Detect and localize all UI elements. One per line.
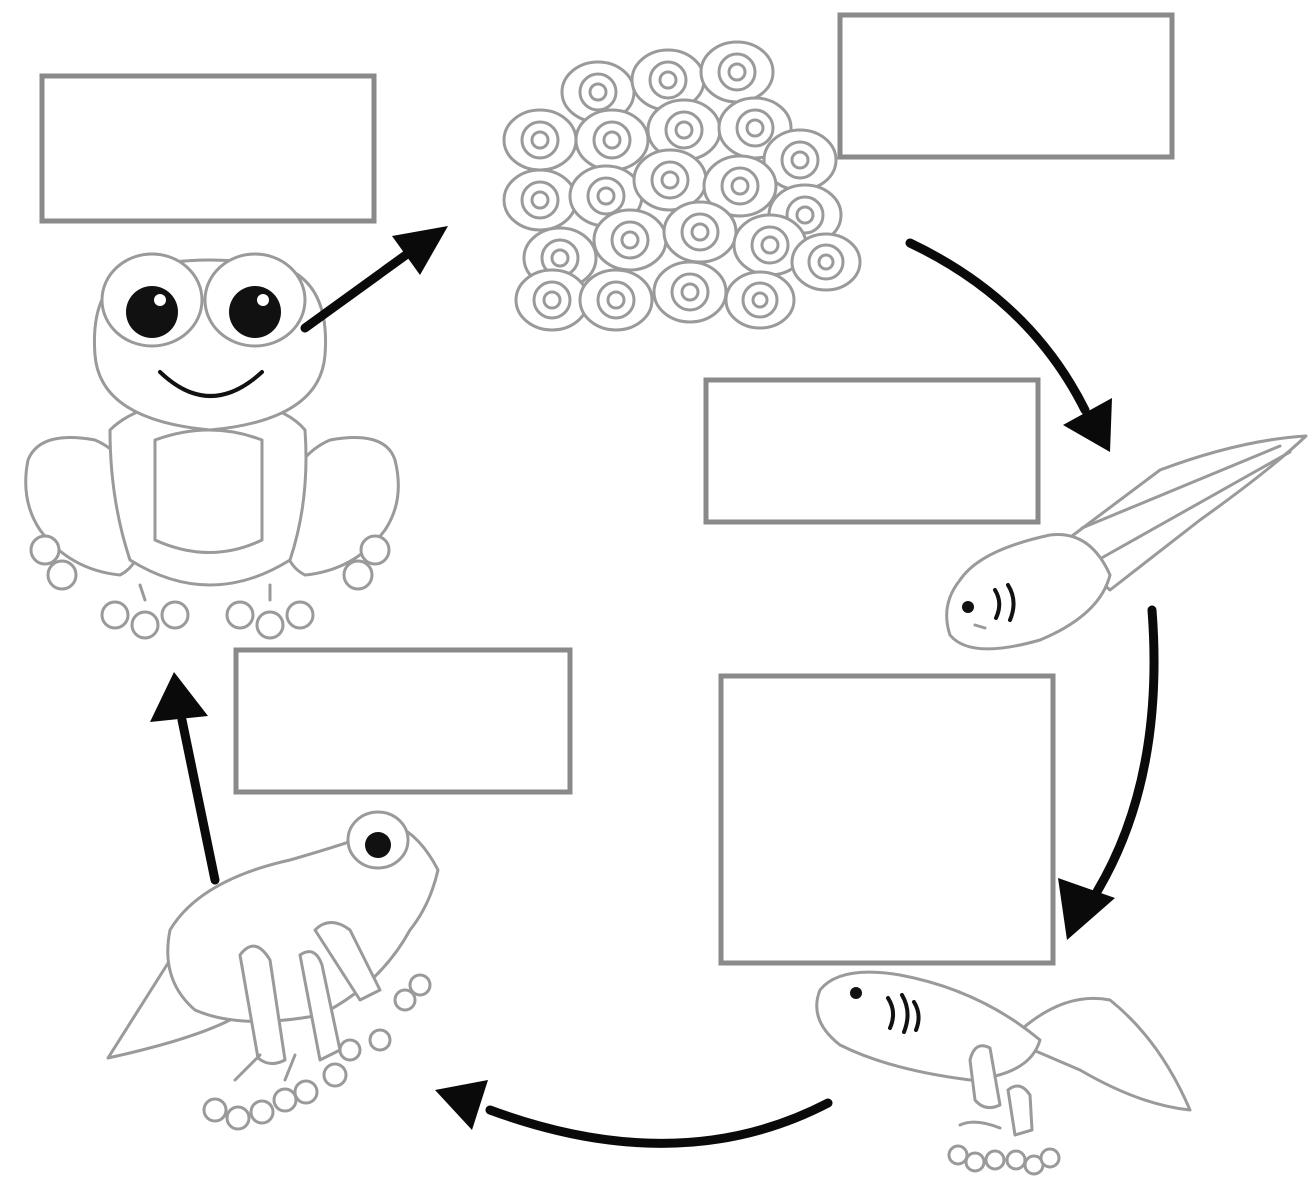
label-box-tadpole[interactable] — [706, 380, 1038, 522]
tadpole-with-legs-icon — [817, 972, 1190, 1174]
arrow-tadpole-with-legs-to-froglet — [435, 1080, 828, 1143]
froglet-icon — [108, 812, 438, 1129]
label-box-tadpole-with-legs[interactable] — [721, 676, 1053, 963]
label-box-froglet[interactable] — [236, 650, 570, 792]
arrow-froglet-to-adult — [150, 672, 215, 880]
adult-frog-icon — [26, 254, 399, 638]
label-box-eggs[interactable] — [840, 15, 1172, 157]
arrow-adult-to-eggs — [305, 226, 448, 328]
frog-spawn-icon — [504, 42, 860, 330]
label-box-adult-frog[interactable] — [42, 76, 374, 221]
arrow-tadpole-to-tadpole-with-legs — [1058, 610, 1154, 940]
